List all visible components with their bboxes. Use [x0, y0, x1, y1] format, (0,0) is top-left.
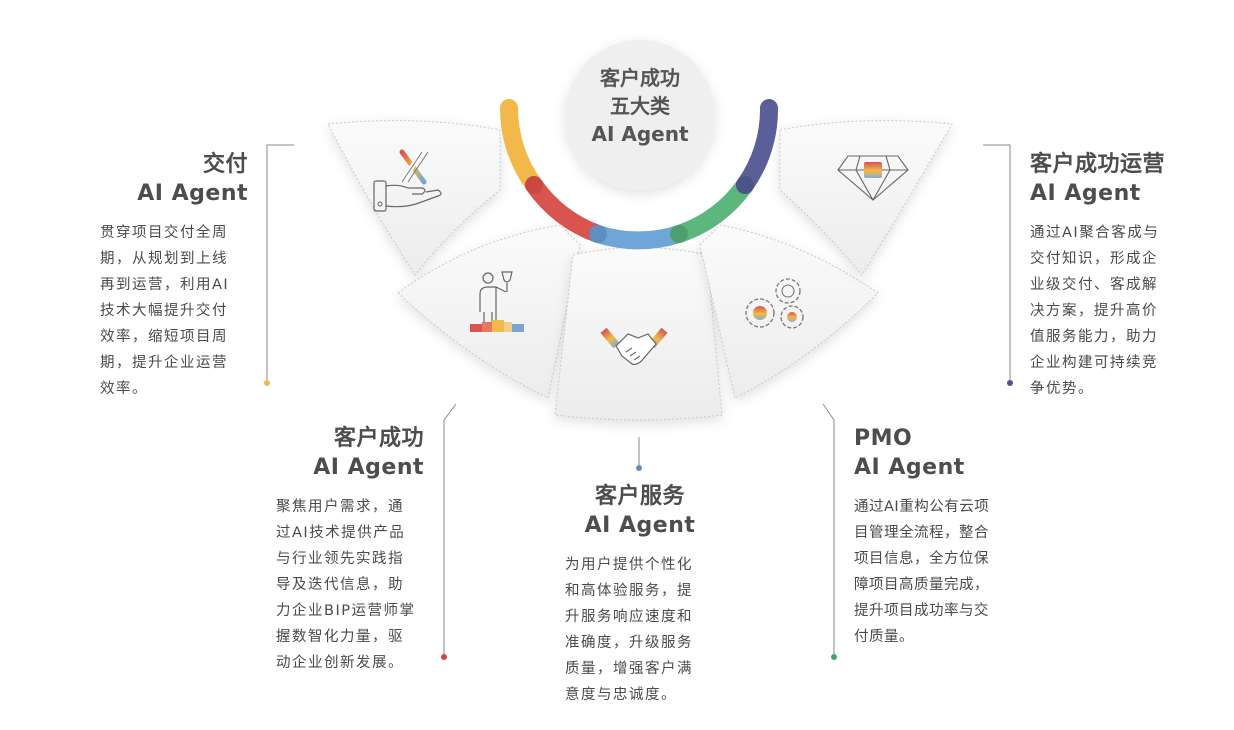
- agent-card-cs-operations: 客户成功运营 AI Agent 通过AI聚合客成与 交付知识，形成企 业级交付、…: [1030, 150, 1180, 402]
- agent-card-delivery: 交付 AI Agent 贯穿项目交付全周 期，从规划到上线 再到运营，利用AI …: [100, 150, 248, 402]
- desc-line: 质量，增强客户满: [565, 661, 693, 677]
- desc-line: 过AI技术提供产品: [276, 525, 406, 541]
- agent-title: 客户服务 AI Agent: [565, 482, 715, 540]
- agent-title: PMO AI Agent: [854, 424, 1014, 482]
- center-title-line2: 五大类: [610, 94, 670, 118]
- desc-line: 效率。: [100, 381, 148, 397]
- gears-icon: [745, 278, 804, 329]
- desc-line: 效率，缩短项目周: [100, 329, 228, 345]
- agent-description: 贯穿项目交付全周 期，从规划到上线 再到运营，利用AI 技术大幅提升交付 效率，…: [100, 220, 248, 402]
- agent-title-line1: PMO: [854, 426, 913, 451]
- agent-title: 客户成功运营 AI Agent: [1030, 150, 1180, 208]
- center-title: 客户成功 五大类 AI Agent: [555, 64, 725, 148]
- customer-service-dot: [636, 465, 642, 471]
- desc-line: 技术大幅提升交付: [100, 303, 228, 319]
- desc-line: 通过AI重构公有云项: [854, 499, 990, 515]
- desc-line: 障项目高质量完成，: [854, 577, 989, 593]
- agent-title-line1: 客户成功运营: [1030, 152, 1166, 177]
- podium-trophy-icon: [470, 271, 524, 332]
- agent-card-customer-service: 客户服务 AI Agent 为用户提供个性化 和高体验服务，提 升服务响应速度和…: [565, 482, 715, 708]
- desc-line: 决方案，提升高价: [1030, 303, 1158, 319]
- panel-cs-operations: [779, 120, 953, 276]
- desc-line: 动企业创新发展。: [276, 655, 404, 671]
- center-title-line1: 客户成功: [600, 66, 680, 90]
- connector-lines: [266, 144, 1011, 656]
- agent-card-customer-success: 客户成功 AI Agent 聚焦用户需求，通 过AI技术提供产品 与行业领先实践…: [276, 424, 424, 676]
- diamond-icon: [837, 155, 909, 202]
- desc-line: 聚焦用户需求，通: [276, 499, 404, 515]
- desc-line: 值服务能力，助力: [1030, 329, 1158, 345]
- agent-card-pmo: PMO AI Agent 通过AI重构公有云项 目管理全流程，整合 项目信息，全…: [854, 424, 1014, 650]
- agent-title: 客户成功 AI Agent: [276, 424, 424, 482]
- pmo-dot: [831, 654, 837, 660]
- desc-line: 贯穿项目交付全周: [100, 225, 228, 241]
- agent-title-line2: AI Agent: [313, 455, 424, 480]
- desc-line: 企业构建可持续竞: [1030, 355, 1158, 371]
- agent-title-line2: AI Agent: [854, 455, 965, 480]
- desc-line: 交付知识，形成企: [1030, 251, 1158, 267]
- agent-title: 交付 AI Agent: [100, 150, 248, 208]
- desc-line: 与行业领先实践指: [276, 551, 404, 567]
- customer-success-dot: [441, 654, 447, 660]
- desc-line: 目管理全流程，整合: [854, 525, 989, 541]
- delivery-dot: [264, 380, 270, 386]
- desc-line: 力企业BIP运营师掌: [276, 603, 416, 619]
- desc-line: 提升项目成功率与交: [854, 603, 989, 619]
- color-arc: [500, 99, 779, 250]
- agent-title-line1: 客户成功: [333, 426, 424, 451]
- hand-wrench-icon: [373, 149, 442, 212]
- agent-title-line1: 客户服务: [594, 484, 685, 509]
- handshake-icon: [600, 327, 668, 365]
- desc-line: 导及迭代信息，助: [276, 577, 404, 593]
- agent-title-line2: AI Agent: [1030, 181, 1141, 206]
- cs-operations-dot: [1007, 380, 1013, 386]
- center-title-line3: AI Agent: [591, 122, 689, 146]
- desc-line: 付质量。: [854, 629, 914, 645]
- desc-line: 和高体验服务，提: [565, 583, 693, 599]
- agent-description: 通过AI重构公有云项 目管理全流程，整合 项目信息，全方位保 障项目高质量完成，…: [854, 494, 1014, 650]
- desc-line: 期，从规划到上线: [100, 251, 228, 267]
- agent-description: 聚焦用户需求，通 过AI技术提供产品 与行业领先实践指 导及迭代信息，助 力企业…: [276, 494, 424, 676]
- desc-line: 争优势。: [1030, 381, 1094, 397]
- desc-line: 再到运营，利用AI: [100, 277, 230, 293]
- desc-line: 业级交付、客成解: [1030, 277, 1158, 293]
- center-circle: [565, 40, 715, 190]
- desc-line: 意度与忠诚度。: [565, 687, 677, 703]
- panel-customer-service: [554, 247, 723, 421]
- agent-title-line1: 交付: [202, 152, 248, 177]
- agent-title-line2: AI Agent: [137, 181, 248, 206]
- agent-description: 为用户提供个性化 和高体验服务，提 升服务响应速度和 准确度，升级服务 质量，增…: [565, 552, 715, 708]
- desc-line: 为用户提供个性化: [565, 557, 693, 573]
- panel-customer-success: [397, 224, 581, 399]
- desc-line: 准确度，升级服务: [565, 635, 693, 651]
- panel-pmo: [699, 224, 879, 399]
- desc-line: 升服务响应速度和: [565, 609, 693, 625]
- agent-title-line2: AI Agent: [584, 513, 696, 538]
- desc-line: 期，提升企业运营: [100, 355, 228, 371]
- agent-description: 通过AI聚合客成与 交付知识，形成企 业级交付、客成解 决方案，提升高价 值服务…: [1030, 220, 1180, 402]
- desc-line: 握数智化力量，驱: [276, 629, 404, 645]
- desc-line: 通过AI聚合客成与: [1030, 225, 1160, 241]
- desc-line: 项目信息，全方位保: [854, 551, 989, 567]
- panel-delivery: [327, 120, 501, 276]
